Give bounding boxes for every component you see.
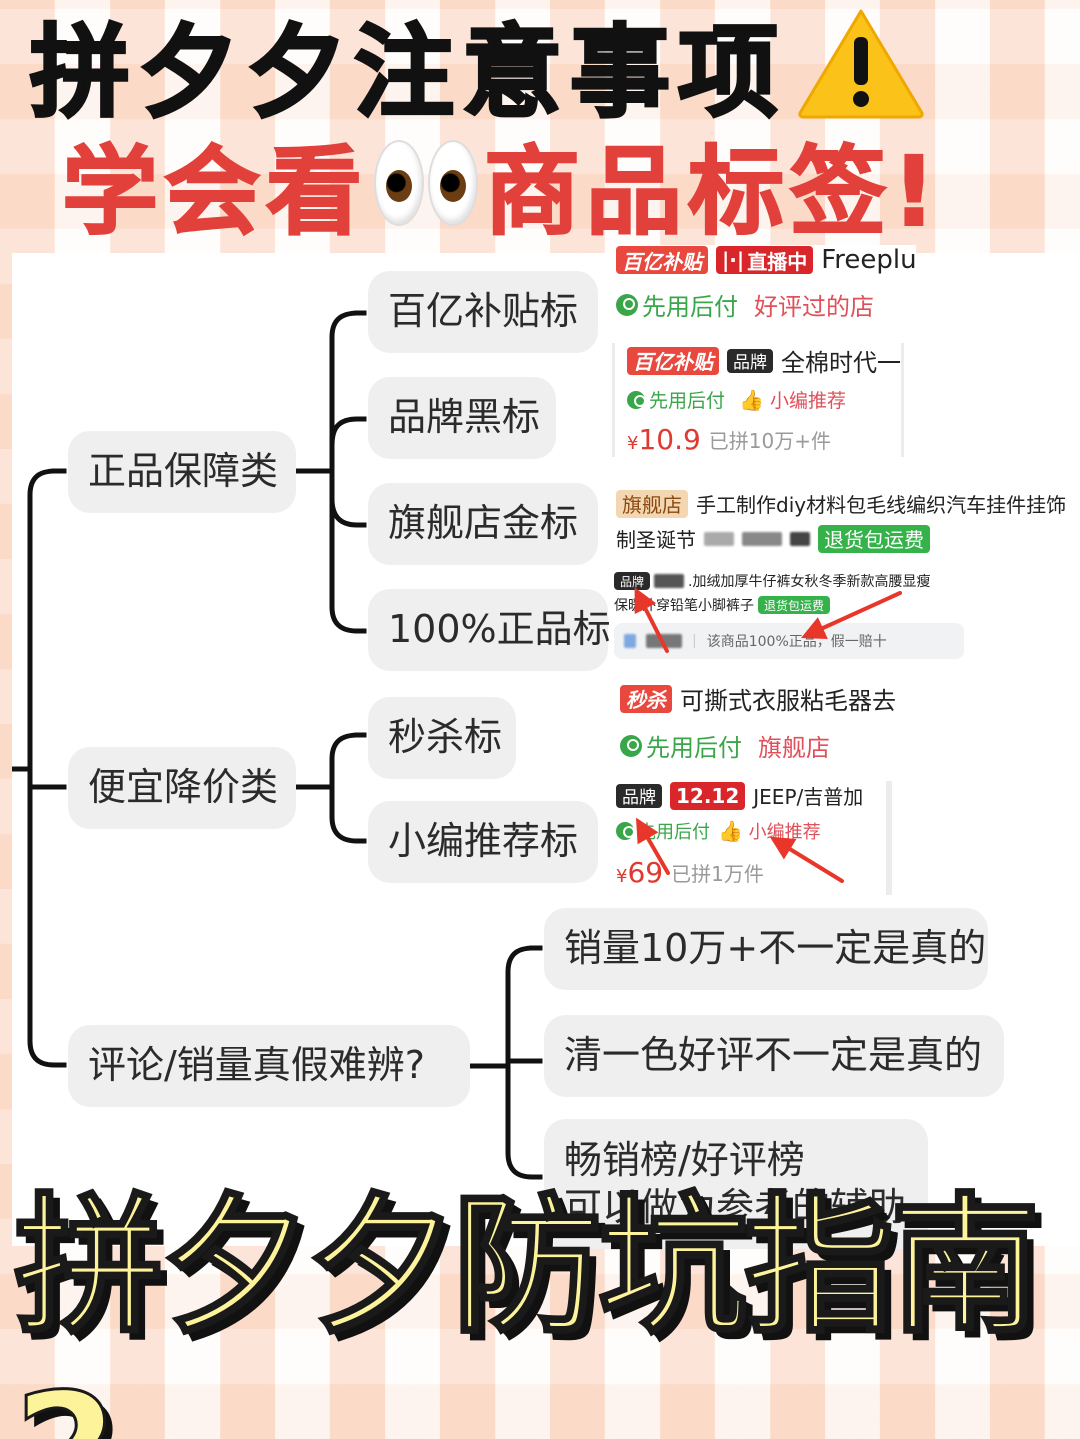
product-title: 可撕式衣服粘毛器去 — [680, 687, 896, 715]
node-label: 百亿补贴标 — [388, 289, 579, 334]
example-seckill: 秒杀 可撕式衣服粘毛器去 先用后付 旗舰店 — [620, 681, 960, 763]
product-title-line2: 制圣诞节 — [616, 528, 696, 552]
mindmap-connectors — [12, 310, 543, 1180]
sold-count: 已拼1万件 — [671, 862, 764, 886]
mindmap-card: 正品保障类 便宜降价类 评论/销量真假难辨? 百亿补贴标 品牌黑标 旗舰店金标 … — [12, 245, 1080, 1249]
example-brand: 百亿补贴 品牌 全棉时代一 先用后付 👍 小编推荐 ¥10.9 已拼10万+件 — [612, 343, 904, 457]
arrow-to-guarantee — [801, 591, 902, 639]
node-label: 旗舰店金标 — [388, 501, 579, 546]
editor-recommend: 👍 小编推荐 — [739, 388, 846, 412]
thumbs-up-icon: 👍 — [739, 388, 764, 412]
brand-tag: 品牌 — [614, 572, 651, 590]
node-100-genuine-tag[interactable]: 100%正品标 — [368, 589, 611, 671]
main-title-text: 拼夕夕注意事项 — [29, 12, 786, 132]
category-label: 正品保障类 — [88, 449, 279, 494]
guarantee-text: 该商品100%正品，假一赔十 — [706, 634, 887, 650]
pay-later: 先用后付 — [620, 728, 742, 763]
node-brand-black-tag[interactable]: 品牌黑标 — [368, 377, 556, 459]
example-genuine: 品牌 .加绒加厚牛仔裤女秋冬季新款高腰显瘦 保暖外穿铅笔小脚裤子 退货包运费 |… — [614, 571, 964, 663]
category-cheap-discount[interactable]: 便宜降价类 — [68, 747, 296, 829]
eyes-icon — [374, 140, 478, 226]
node-editor-recommend-tag[interactable]: 小编推荐标 — [368, 801, 598, 883]
seckill-tag: 秒杀 — [620, 684, 672, 713]
sold-count: 已拼10万+件 — [708, 429, 832, 453]
node-label: 清一色好评不一定是真的 — [564, 1033, 983, 1078]
arrow-to-brand-tag — [634, 587, 669, 653]
example-recommend: 品牌 12.12 JEEP/吉普加 先用后付 👍 小编推荐 ¥69 已拼1万件 — [616, 781, 892, 895]
node-seckill-tag[interactable]: 秒杀标 — [368, 697, 516, 779]
arrow-to-brand-tag-2 — [635, 817, 670, 875]
node-ranking-reference[interactable]: 畅销榜/好评榜 可以做为参考的辅助 — [544, 1119, 928, 1249]
category-genuine-guarantee[interactable]: 正品保障类 — [68, 431, 296, 513]
subtitle: 学会看 商品标签! — [61, 128, 942, 249]
node-label: 销量10万+不一定是真的 — [564, 926, 987, 971]
double12-tag: 12.12 — [670, 781, 746, 810]
editor-recommend: 👍 小编推荐 — [718, 819, 821, 843]
category-label: 评论/销量真假难辨? — [88, 1043, 425, 1088]
live-tag: |·| 直播中 — [716, 246, 814, 274]
pay-later-icon — [616, 822, 635, 840]
pay-later-icon — [620, 734, 642, 757]
node-label: 品牌黑标 — [388, 395, 541, 440]
footer-title: 拼夕夕防坑指南2 — [13, 1178, 1080, 1439]
example-flagship: 旗舰店 手工制作diy材料包毛线编织汽车挂件挂饰 制圣诞节 退货包运费 — [616, 489, 1080, 553]
category-review-sales-authenticity[interactable]: 评论/销量真假难辨? — [68, 1025, 470, 1107]
price: ¥69 — [616, 856, 664, 889]
footer-title-text: 拼夕夕防坑指南2 — [13, 1178, 1042, 1439]
product-title: JEEP/吉普加 — [753, 785, 864, 809]
genuine-guarantee-bar: | 该商品100%正品，假一赔十 — [614, 623, 964, 659]
brand-tag: 品牌 — [616, 783, 662, 808]
example-subsidy: 百亿补贴 |·| 直播中 Freeplu 先用后付 好评过的店 — [616, 245, 917, 325]
product-title: Freeplu — [821, 245, 917, 275]
product-title-line1: 手工制作diy材料包毛线编织汽车挂件挂饰 — [696, 493, 1067, 517]
node-subsidy-tag[interactable]: 百亿补贴标 — [368, 271, 598, 353]
flagship-tag: 旗舰店 — [616, 489, 688, 518]
free-return-badge: 退货包运费 — [758, 596, 831, 614]
subtitle-text-before: 学会看 — [61, 135, 368, 249]
live-icon: |·| — [722, 248, 745, 272]
subsidy-tag: 百亿补贴 — [627, 346, 719, 375]
good-review-store: 好评过的店 — [754, 293, 874, 321]
pay-later: 先用后付 — [627, 386, 725, 413]
node-reviews-not-real[interactable]: 清一色好评不一定是真的 — [544, 1015, 1004, 1097]
main-title: 拼夕夕注意事项 — [29, 4, 926, 132]
brand-tag: 品牌 — [727, 348, 773, 373]
node-label: 100%正品标 — [388, 607, 611, 652]
price: ¥10.9 — [627, 423, 701, 456]
node-label: 小编推荐标 — [388, 819, 579, 864]
flagship-store: 旗舰店 — [758, 734, 830, 762]
warning-icon — [796, 7, 926, 119]
node-sales-not-real[interactable]: 销量10万+不一定是真的 — [544, 908, 988, 990]
arrow-to-recommend — [769, 836, 844, 883]
product-title: 全棉时代一 — [781, 349, 901, 377]
product-title-line1: .加绒加厚牛仔裤女秋冬季新款高腰显瘦 — [688, 574, 931, 590]
subtitle-text-after: 商品标签! — [483, 135, 942, 249]
pay-later-icon — [616, 293, 638, 316]
thumbs-up-icon: 👍 — [718, 819, 743, 843]
node-label: 秒杀标 — [388, 715, 503, 760]
node-flagship-gold-tag[interactable]: 旗舰店金标 — [368, 483, 598, 565]
node-label: 畅销榜/好评榜 可以做为参考的辅助 — [564, 1137, 907, 1230]
pay-later-icon — [627, 390, 646, 409]
category-label: 便宜降价类 — [88, 765, 279, 810]
pay-later: 先用后付 — [616, 287, 738, 322]
red-arrow-annotations — [634, 587, 902, 883]
subsidy-tag: 百亿补贴 — [616, 246, 708, 274]
free-return-badge: 退货包运费 — [818, 524, 930, 553]
